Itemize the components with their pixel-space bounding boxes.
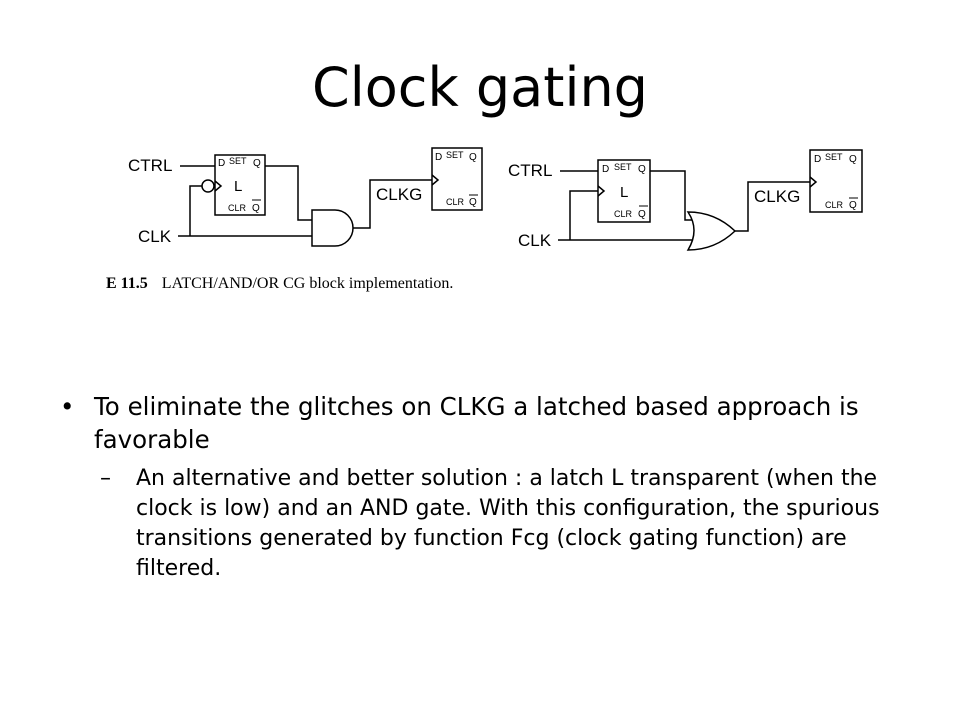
left-clkg-wire — [353, 179, 432, 229]
clock-gating-diagram: CTRL CLK CLKG D SET Q L CLR Q D SET Q CL… — [128, 147, 863, 251]
right-latch-box — [597, 159, 651, 223]
right-clkg-label: CLKG — [754, 187, 800, 206]
svg-text:Q: Q — [638, 209, 646, 220]
svg-text:Q: Q — [849, 200, 857, 211]
right-ctrl-label: CTRL — [508, 161, 552, 180]
svg-text:SET: SET — [446, 150, 464, 160]
left-latch-clk-triangle — [214, 180, 223, 192]
svg-text:CLR: CLR — [825, 200, 844, 210]
left-ctrl-label: CTRL — [128, 156, 172, 175]
right-latch-clk-triangle — [597, 185, 606, 197]
bullet-item: • To eliminate the glitches on CLKG a la… — [60, 390, 890, 456]
svg-text:Q: Q — [469, 152, 477, 163]
svg-text:Q: Q — [469, 197, 477, 208]
svg-text:Q: Q — [252, 203, 260, 214]
right-clk-label: CLK — [518, 231, 552, 250]
svg-text:SET: SET — [229, 156, 247, 166]
svg-text:Q: Q — [253, 158, 261, 169]
left-inv-bubble — [201, 179, 215, 193]
svg-text:D: D — [602, 164, 609, 175]
svg-text:SET: SET — [825, 152, 843, 162]
bullet-text: To eliminate the glitches on CLKG a latc… — [94, 392, 859, 454]
sub-bullet-marker: – — [100, 466, 111, 491]
svg-text:CLR: CLR — [228, 203, 247, 213]
sub-bullet-item: – An alternative and better solution : a… — [100, 464, 890, 584]
right-latch-name: L — [620, 184, 628, 201]
svg-text:D: D — [218, 158, 225, 169]
right-clkg-wire — [735, 181, 810, 232]
svg-text:D: D — [435, 152, 442, 163]
svg-text:Q: Q — [638, 164, 646, 175]
right-or-gate — [686, 211, 737, 251]
figure-caption-text: LATCH/AND/OR CG block implementation. — [161, 275, 454, 292]
left-ff-box — [431, 147, 483, 211]
left-latch-name: L — [234, 178, 242, 195]
svg-text:CLR: CLR — [614, 209, 633, 219]
left-circuit — [178, 147, 483, 247]
bullet-list: • To eliminate the glitches on CLKG a la… — [60, 390, 890, 584]
svg-text:Q: Q — [849, 154, 857, 165]
left-clk-wire — [189, 185, 202, 236]
svg-text:CLR: CLR — [446, 197, 465, 207]
left-latch-box — [214, 154, 266, 216]
bullet-marker: • — [60, 392, 75, 421]
left-clk-label: CLK — [138, 227, 172, 246]
svg-text:D: D — [814, 154, 821, 165]
right-ff-clk-triangle — [809, 176, 818, 188]
right-circuit — [558, 149, 863, 251]
slide-title: Clock gating — [312, 56, 648, 119]
left-q-wire — [265, 165, 312, 221]
right-clk-wire — [569, 190, 598, 240]
right-ff-box — [809, 149, 863, 213]
svg-text:SET: SET — [614, 162, 632, 172]
left-clkg-label: CLKG — [376, 185, 422, 204]
left-and-gate — [311, 209, 354, 247]
figure-caption: E 11.5 LATCH/AND/OR CG block implementati… — [106, 275, 453, 293]
sub-bullet-text: An alternative and better solution : a l… — [136, 466, 880, 581]
left-ff-clk-triangle — [431, 174, 440, 186]
figure-number: E 11.5 — [106, 275, 148, 292]
